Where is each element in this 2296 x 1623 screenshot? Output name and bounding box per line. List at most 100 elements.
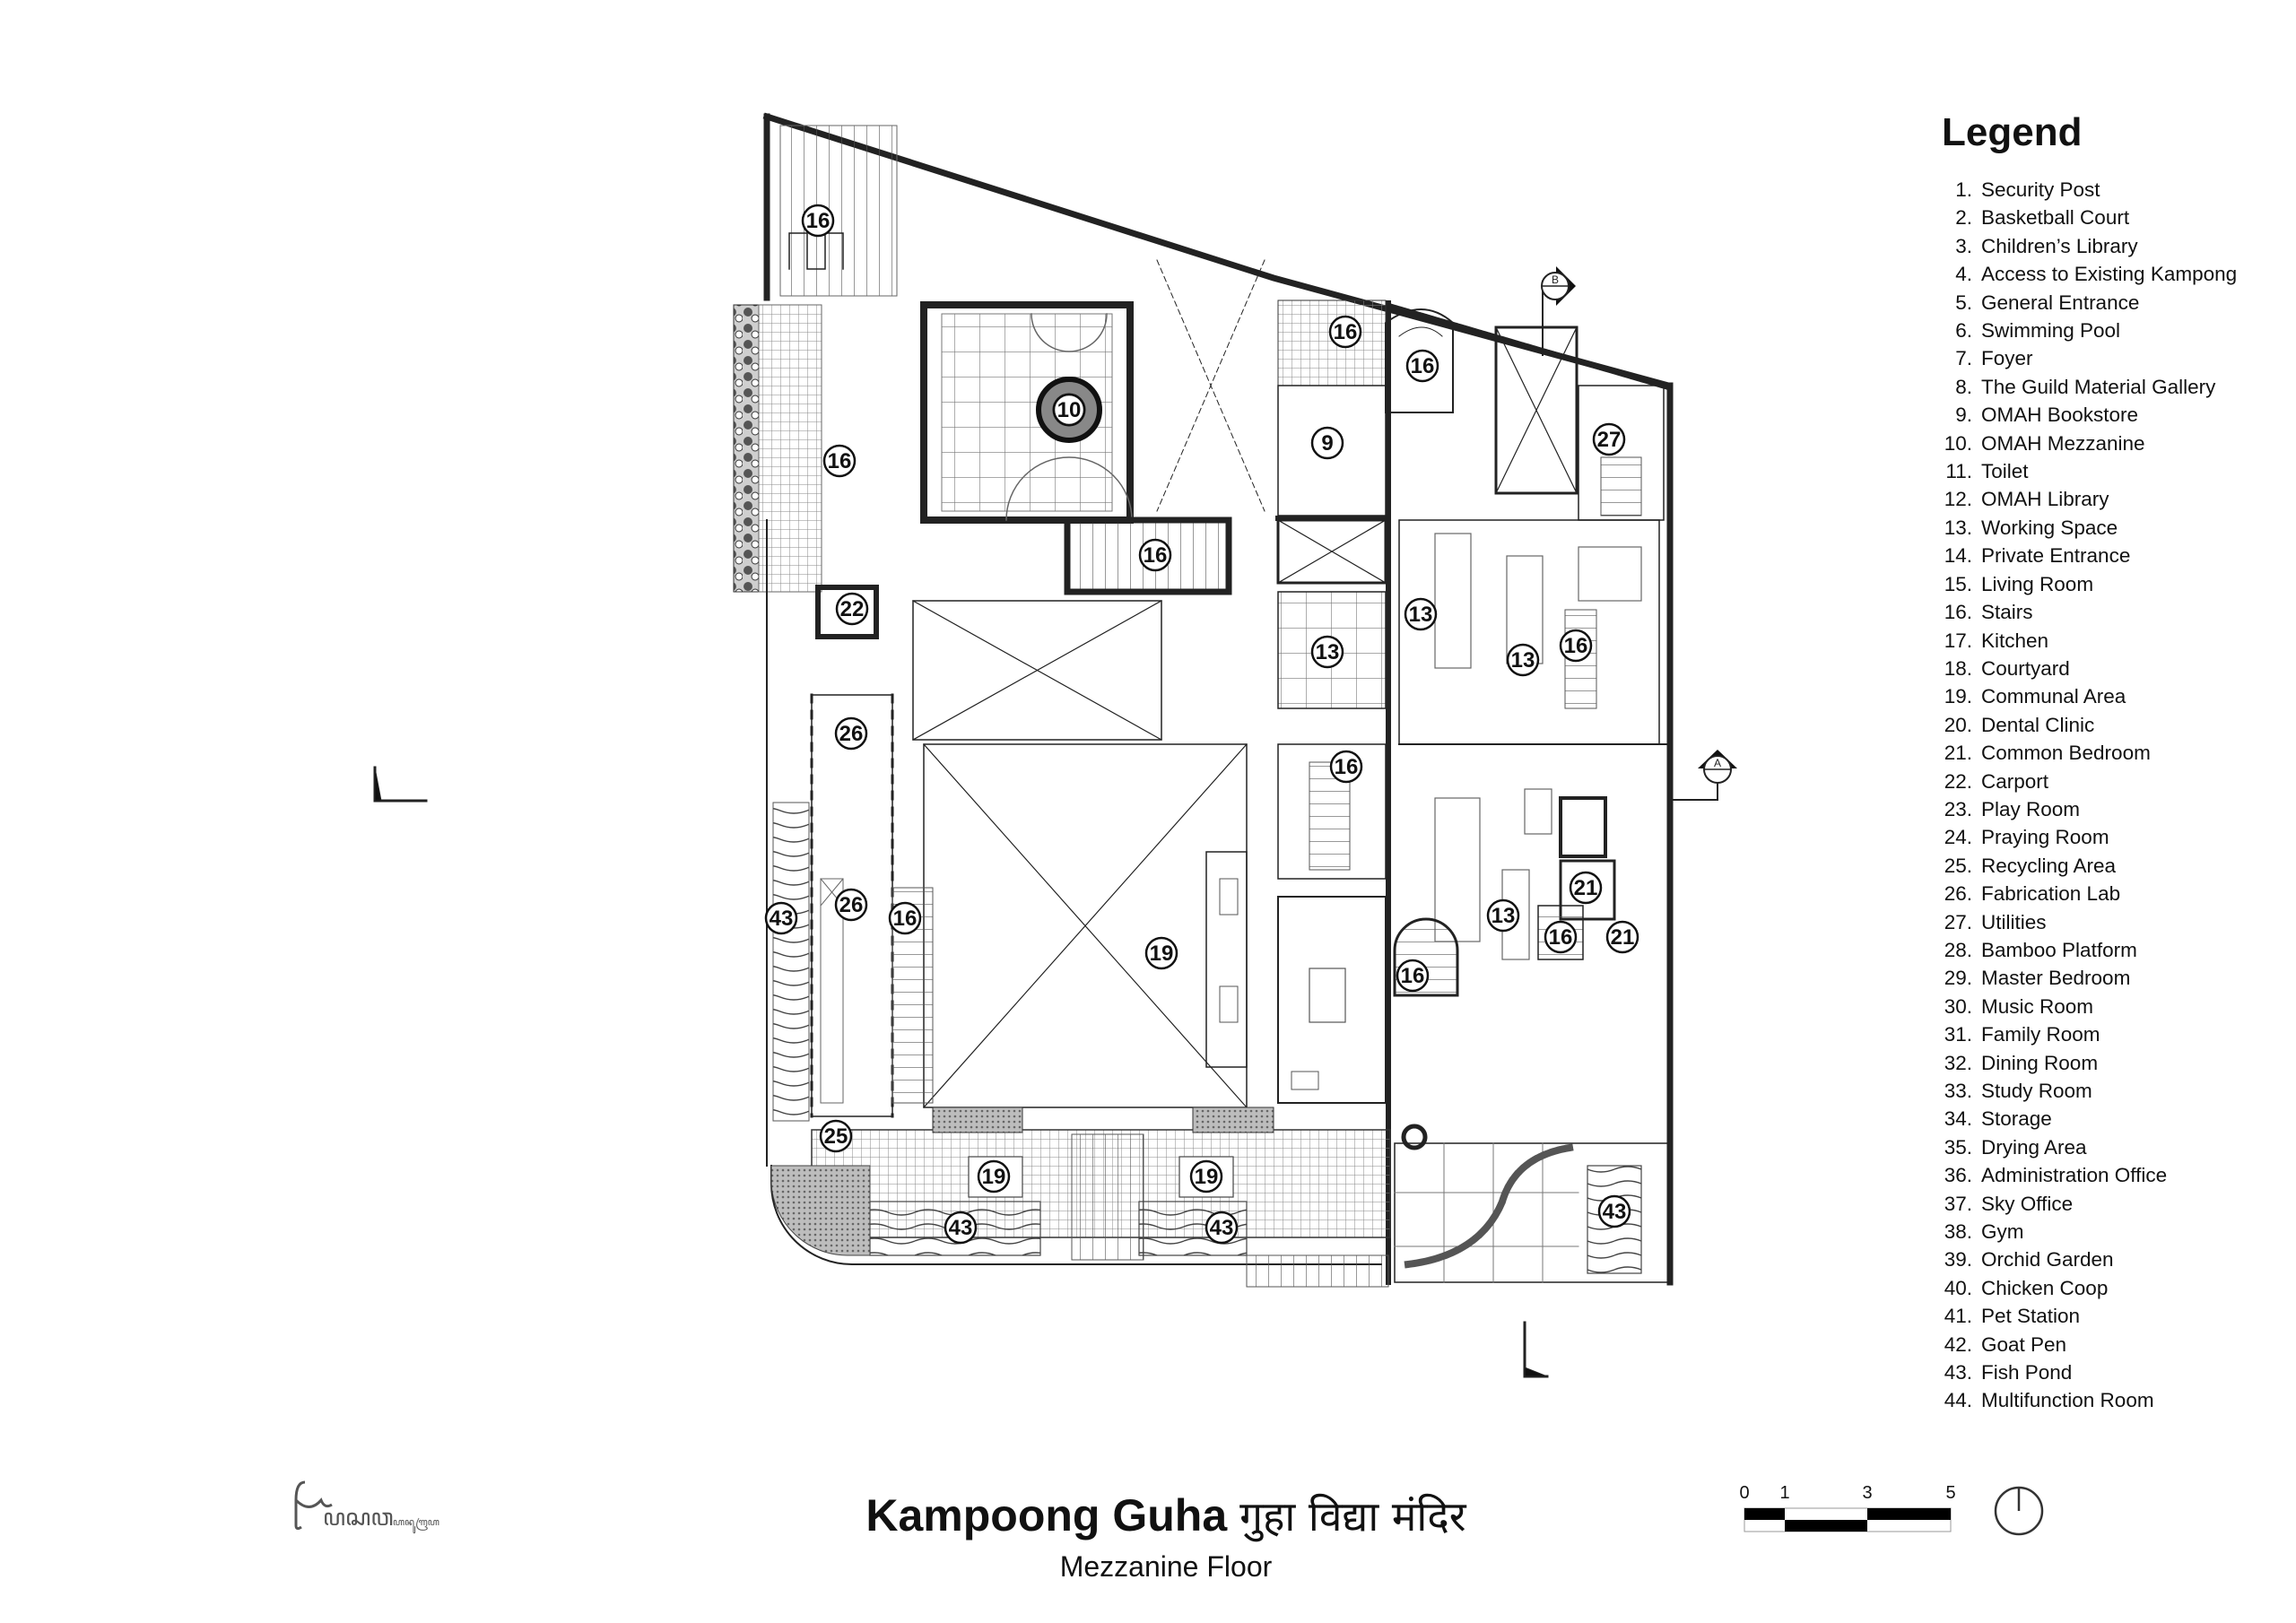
legend-item-number: 10.: [1944, 431, 1972, 455]
legend-item: 1.Security Post: [1942, 176, 2292, 204]
legend-item-label: Bamboo Platform: [1981, 938, 2137, 961]
room-tag-number: 16: [828, 449, 852, 473]
legend-item-number: 35.: [1944, 1135, 1972, 1159]
legend-item-number: 38.: [1944, 1220, 1972, 1244]
legend-item: 25.Recycling Area: [1942, 852, 2292, 880]
legend-item-number: 31.: [1944, 1023, 1972, 1046]
legend-item-number: 41.: [1944, 1305, 1972, 1328]
room-tag-circle: [1605, 920, 1639, 954]
room-tag-circle: [1544, 920, 1578, 954]
legend-item: 36.Administration Office: [1942, 1161, 2292, 1189]
room-tag-number: 21: [1574, 876, 1598, 900]
room-tag-number: 13: [1511, 648, 1535, 673]
legend-item-number: 29.: [1944, 967, 1972, 990]
legend-item: 30.Music Room: [1942, 993, 2292, 1020]
room-tag-circle: [1486, 898, 1520, 933]
legend-item-label: Dental Clinic: [1981, 713, 2095, 736]
room-tag-circle: [1144, 936, 1178, 970]
legend-item-label: General Entrance: [1981, 291, 2140, 314]
legend-item-label: Multifunction Room: [1981, 1389, 2154, 1412]
legend-item: 41.Pet Station: [1942, 1302, 2292, 1330]
legend-item-label: Utilities: [1981, 910, 2047, 933]
room-tag: 13: [1310, 635, 1344, 669]
room-tag-number: 16: [1144, 543, 1168, 568]
legend-item-label: Dining Room: [1981, 1051, 2099, 1074]
legend-item-label: Kitchen: [1981, 629, 2049, 652]
legend-item-label: Storage: [1981, 1107, 2052, 1131]
legend-item: 31.Family Room: [1942, 1020, 2292, 1048]
legend-item-number: 14.: [1944, 544, 1972, 568]
legend-item: 6.Swimming Pool: [1942, 317, 2292, 344]
room-tag-number: 43: [1210, 1216, 1234, 1240]
legend-item: 37.Sky Office: [1942, 1190, 2292, 1218]
room-tag-circle: [801, 204, 835, 238]
room-tag: 13: [1404, 597, 1438, 631]
legend-item: 15.Living Room: [1942, 570, 2292, 598]
legend-item: 38.Gym: [1942, 1218, 2292, 1245]
room-tag-circle: [1404, 597, 1438, 631]
logo-glyph: ꦥꦱꦮ: [323, 1505, 393, 1532]
legend-item-label: Children’s Library: [1981, 234, 2138, 257]
legend-item-number: 2.: [1955, 206, 1972, 230]
room-tag: 13: [1486, 898, 1520, 933]
legend-item: 39.Orchid Garden: [1942, 1245, 2292, 1273]
room-tag-circle: [834, 716, 868, 751]
room-tag-number: 19: [1150, 942, 1174, 966]
room-tag-number: 26: [839, 893, 864, 917]
room-tag: 27: [1592, 422, 1626, 456]
room-tag-circle: [1592, 422, 1626, 456]
legend-item-number: 28.: [1944, 938, 1972, 961]
room-tag-number: 16: [1334, 320, 1358, 344]
legend-item-number: 7.: [1955, 347, 1972, 370]
legend-item-label: Working Space: [1981, 516, 2118, 539]
scale-tick-label: 3: [1862, 1483, 1873, 1503]
room-tag-number: 25: [824, 1124, 848, 1149]
legend-item-label: Common Bedroom: [1981, 742, 2151, 765]
room-tag: 16: [1405, 349, 1439, 383]
room-tag-number: 16: [806, 209, 831, 233]
legend-item: 19.Communal Area: [1942, 682, 2292, 710]
scale-tick-label: 0: [1739, 1483, 1750, 1503]
room-tag-number: 16: [1401, 964, 1425, 988]
legend-item-number: 25.: [1944, 854, 1972, 877]
legend-item: 14.Private Entrance: [1942, 542, 2292, 569]
legend-item: 27.Utilities: [1942, 908, 2292, 936]
room-tag: 16: [1544, 920, 1578, 954]
legend-item-label: Foyer: [1981, 347, 2033, 370]
legend-item-label: The Guild Material Gallery: [1981, 375, 2216, 398]
room-tag: 16: [1138, 538, 1172, 572]
legend-item-label: Drying Area: [1981, 1135, 2087, 1159]
legend-item-label: Play Room: [1981, 797, 2081, 820]
scale-tick-label: 1: [1779, 1483, 1790, 1503]
legend-item-label: Courtyard: [1981, 656, 2070, 680]
legend-item-label: Stairs: [1981, 601, 2033, 624]
legend-item-number: 42.: [1944, 1332, 1972, 1356]
legend-item: 40.Chicken Coop: [1942, 1274, 2292, 1302]
section-marker-a-label: A: [1714, 757, 1721, 769]
legend-item-number: 1.: [1955, 178, 1972, 201]
legend-item-number: 6.: [1955, 319, 1972, 343]
legend-item: 11.Toilet: [1942, 457, 2292, 485]
room-tag-circle: [1405, 349, 1439, 383]
room-tag: 43: [1597, 1194, 1631, 1228]
legend-item-number: 9.: [1955, 404, 1972, 427]
room-tag-number: 16: [1564, 634, 1588, 658]
room-tag: 43: [1205, 1211, 1239, 1245]
legend-item-label: Orchid Garden: [1981, 1248, 2114, 1271]
legend-item-number: 4.: [1955, 263, 1972, 286]
room-tag: 16: [801, 204, 835, 238]
legend-item: 35. Drying Area: [1942, 1133, 2292, 1161]
legend-item: 24.Praying Room: [1942, 823, 2292, 851]
room-tag-number: 19: [982, 1165, 1006, 1189]
legend-item: 23.Play Room: [1942, 795, 2292, 823]
legend-item-number: 3.: [1955, 234, 1972, 257]
legend-title: Legend: [1942, 110, 2083, 154]
legend-item-label: Fabrication Lab: [1981, 882, 2121, 906]
legend-item: 20.Dental Clinic: [1942, 711, 2292, 739]
legend-item-number: 26.: [1944, 882, 1972, 906]
legend-item: 32.Dining Room: [1942, 1049, 2292, 1077]
